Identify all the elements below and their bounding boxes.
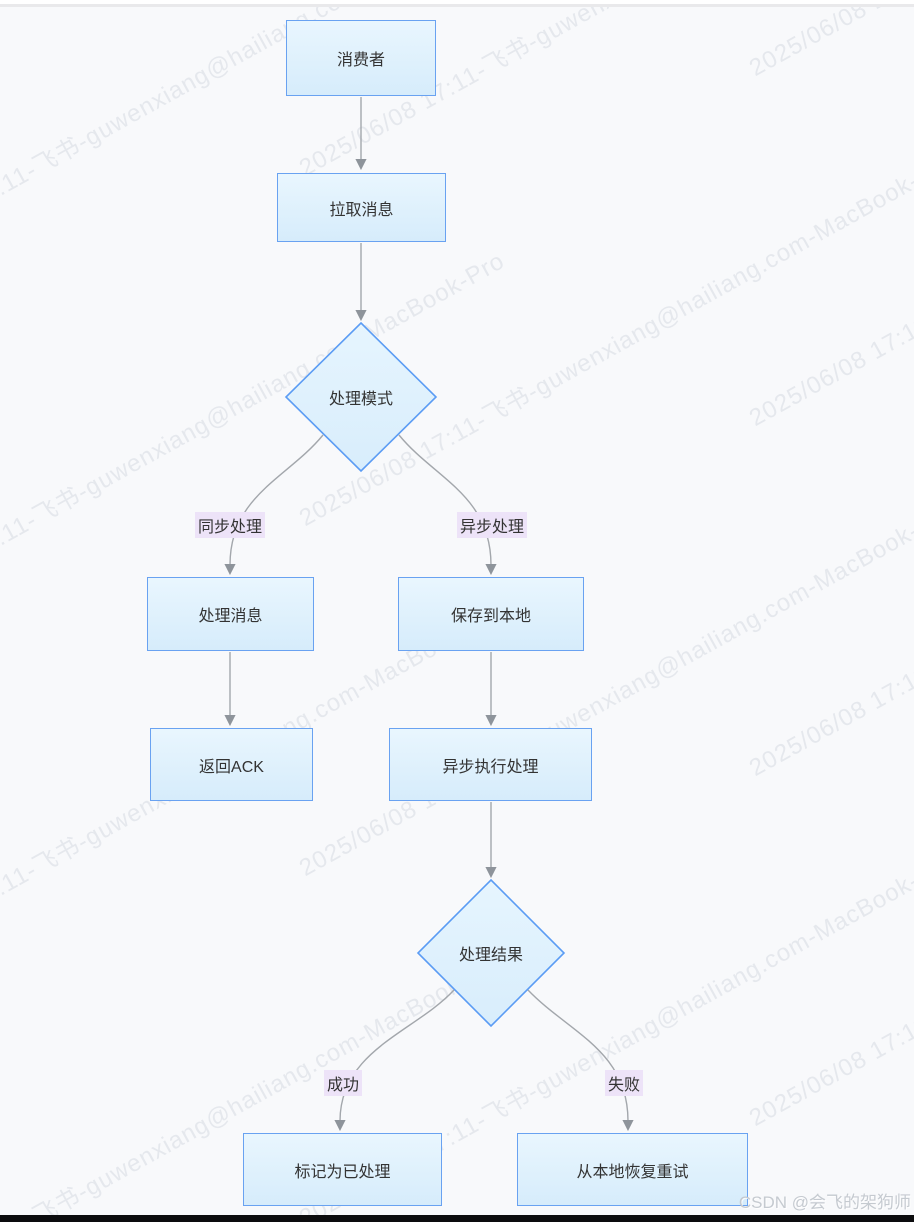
node-mark-done: 标记为已处理 — [243, 1133, 442, 1206]
decision-mode-shape — [284, 321, 438, 473]
node-save-local: 保存到本地 — [398, 577, 584, 651]
node-return-ack: 返回ACK — [150, 728, 313, 801]
edge-label-fail: 失败 — [604, 1070, 644, 1096]
node-consumer: 消费者 — [286, 20, 436, 96]
decision-mode-label: 处理模式 — [328, 391, 394, 408]
edge-mode-process — [224, 434, 324, 576]
top-strip — [0, 0, 914, 4]
node-pull-message: 拉取消息 — [277, 173, 446, 242]
decision-result-label: 处理结果 — [458, 947, 524, 964]
edge-result-recover — [527, 989, 634, 1132]
csdn-watermark: CSDN @会飞的架狗师 — [738, 1193, 911, 1212]
edge-result-markdone — [334, 989, 455, 1132]
bottom-bar — [0, 1215, 914, 1222]
decision-result-shape — [416, 878, 566, 1028]
edge-mode-savelocal — [398, 434, 497, 576]
node-async-exec: 异步执行处理 — [389, 728, 592, 801]
edge-label-success: 成功 — [323, 1070, 363, 1096]
edge-label-sync: 同步处理 — [194, 512, 266, 538]
top-divider — [0, 4, 914, 7]
edge-label-async: 异步处理 — [456, 512, 528, 538]
node-recover-retry: 从本地恢复重试 — [517, 1133, 748, 1206]
node-process-message: 处理消息 — [147, 577, 314, 651]
